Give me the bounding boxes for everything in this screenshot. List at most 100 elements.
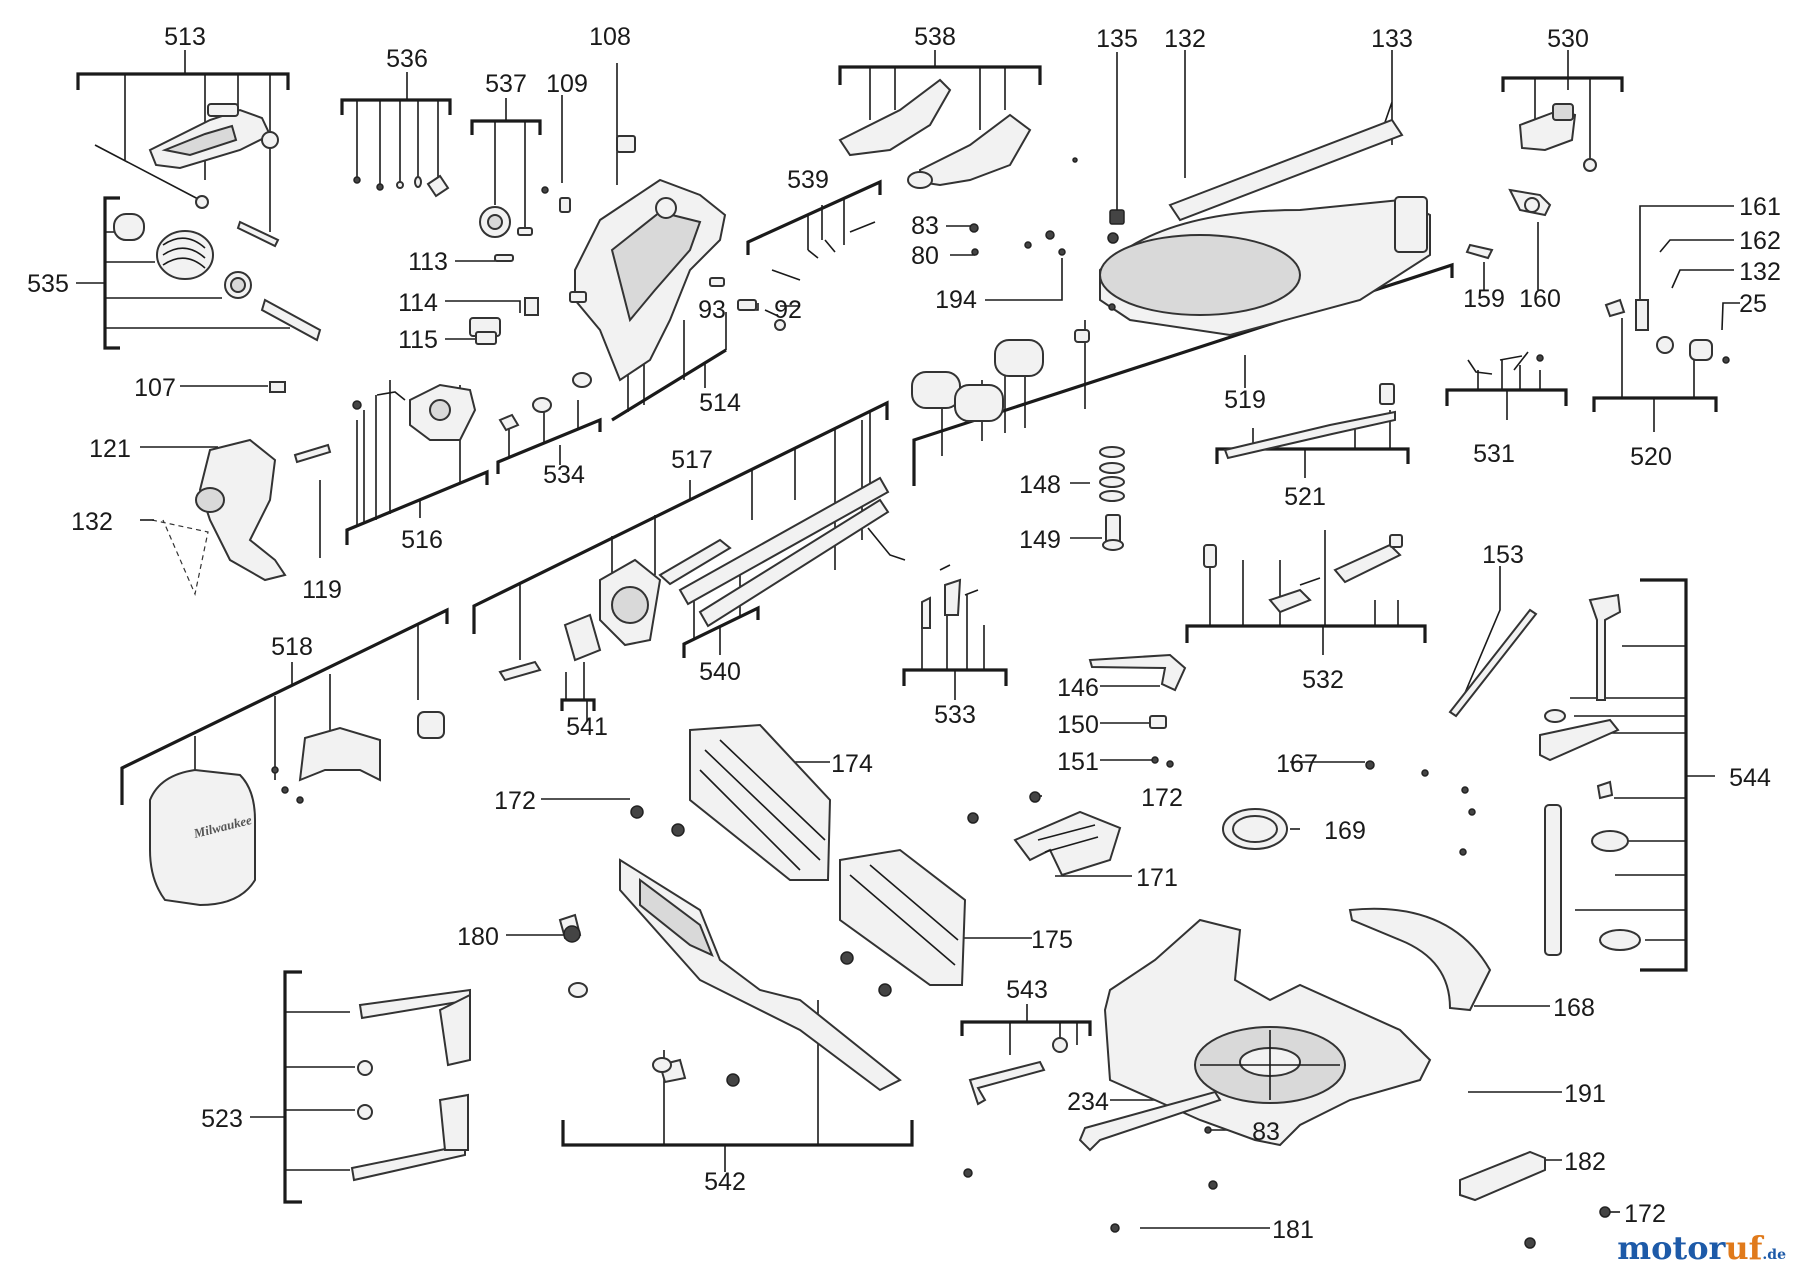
label-146: 146 [1057, 674, 1099, 702]
link-521 [1223, 383, 1396, 460]
label-523: 523 [201, 1105, 243, 1133]
label-160: 160 [1519, 285, 1561, 313]
label-520: 520 [1630, 443, 1672, 471]
hold-down-clamp-544 [1539, 593, 1641, 956]
label-519: 519 [1224, 386, 1266, 414]
watermark-logo: motoruf.de [1617, 1229, 1786, 1267]
label-194: 194 [935, 286, 977, 314]
label-168: 168 [1553, 994, 1595, 1022]
label-149: 149 [1019, 526, 1061, 554]
label-151: 151 [1057, 748, 1099, 776]
watermark-tld: .de [1762, 1247, 1786, 1263]
label-537: 537 [485, 70, 527, 98]
label-135: 135 [1096, 25, 1138, 53]
small-hardware [541, 157, 1611, 1249]
label-114: 114 [398, 289, 438, 317]
slide-rails-517 [498, 476, 906, 682]
switch-assembly-516 [352, 383, 477, 441]
handle-234 [1078, 1090, 1222, 1152]
label-544: 544 [1729, 764, 1771, 792]
label-108: 108 [589, 23, 631, 51]
bushings-519 [911, 329, 1090, 422]
label-181: 181 [1272, 1216, 1314, 1244]
label-191: 191 [1564, 1080, 1606, 1108]
fences [689, 723, 967, 986]
label-107: 107 [134, 374, 176, 402]
label-148: 148 [1019, 471, 1061, 499]
detent-parts [1604, 298, 1730, 364]
leader-lines [76, 50, 1740, 1229]
label-153: 153 [1482, 541, 1524, 569]
label-540: 540 [699, 658, 741, 686]
label-543: 543 [1006, 976, 1048, 1004]
watermark-accent: uf [1725, 1229, 1763, 1267]
rod-153 [1448, 608, 1538, 718]
label-121: 121 [89, 435, 131, 463]
label-109: 109 [546, 70, 588, 98]
spring-bearing-set [113, 213, 322, 342]
label-531: 531 [1473, 440, 1515, 468]
lock-parts-532 [1203, 534, 1403, 614]
motor-cover-518 [149, 711, 445, 907]
label-532: 532 [1302, 666, 1344, 694]
label-234: 234 [1067, 1088, 1109, 1116]
label-513: 513 [164, 23, 206, 51]
label-83-top: 83 [911, 212, 939, 240]
main-base-191 [1103, 918, 1432, 1147]
small-pins-536 [353, 174, 450, 198]
upper-blade-guard [569, 135, 727, 382]
pins-539 [709, 221, 876, 331]
label-171: 171 [1136, 864, 1178, 892]
label-83-bottom: 83 [1252, 1118, 1280, 1146]
wrench-543 [968, 1037, 1068, 1106]
label-150: 150 [1057, 711, 1099, 739]
label-159: 159 [1463, 285, 1505, 313]
label-93: 93 [698, 296, 726, 324]
label-516: 516 [401, 526, 443, 554]
label-119: 119 [302, 576, 342, 604]
cover-538 [838, 78, 1032, 189]
label-182: 182 [1564, 1148, 1606, 1176]
lower-guard-121 [195, 438, 332, 582]
label-518: 518 [271, 633, 313, 661]
label-25: 25 [1739, 290, 1767, 318]
rotating-table [1099, 118, 1431, 337]
pins-531 [1467, 351, 1544, 375]
label-92: 92 [774, 296, 802, 324]
label-174: 174 [831, 750, 873, 778]
label-180: 180 [457, 923, 499, 951]
label-535: 535 [27, 270, 69, 298]
label-132-left: 132 [71, 508, 113, 536]
label-538: 538 [914, 23, 956, 51]
label-539: 539 [787, 166, 829, 194]
lock-knob-530 [1465, 103, 1597, 260]
label-132-top: 132 [1164, 25, 1206, 53]
label-175: 175 [1031, 926, 1073, 954]
label-161: 161 [1739, 193, 1781, 221]
sub-fence-542 [558, 858, 902, 1092]
part-labels: 513 536 537 109 108 538 135 132 133 530 … [27, 23, 1781, 1244]
label-162: 162 [1739, 227, 1781, 255]
label-132-right: 132 [1739, 258, 1781, 286]
washers-534 [498, 372, 592, 432]
label-521: 521 [1284, 483, 1326, 511]
base-parts [1013, 808, 1492, 1012]
label-534: 534 [543, 461, 585, 489]
label-533: 533 [934, 701, 976, 729]
label-541: 541 [566, 713, 608, 741]
label-169: 169 [1324, 817, 1366, 845]
label-514: 514 [699, 389, 741, 417]
stop-182 [1459, 1150, 1546, 1202]
label-172-center: 172 [1141, 784, 1183, 812]
label-167: 167 [1276, 750, 1318, 778]
label-530: 530 [1547, 25, 1589, 53]
label-113: 113 [408, 248, 448, 276]
label-133: 133 [1371, 25, 1413, 53]
label-172-left: 172 [494, 787, 536, 815]
pointer-parts [1088, 653, 1187, 768]
watermark-main: motor [1617, 1229, 1726, 1267]
label-80: 80 [911, 242, 939, 270]
label-517: 517 [671, 446, 713, 474]
handle-assembly [94, 103, 280, 248]
